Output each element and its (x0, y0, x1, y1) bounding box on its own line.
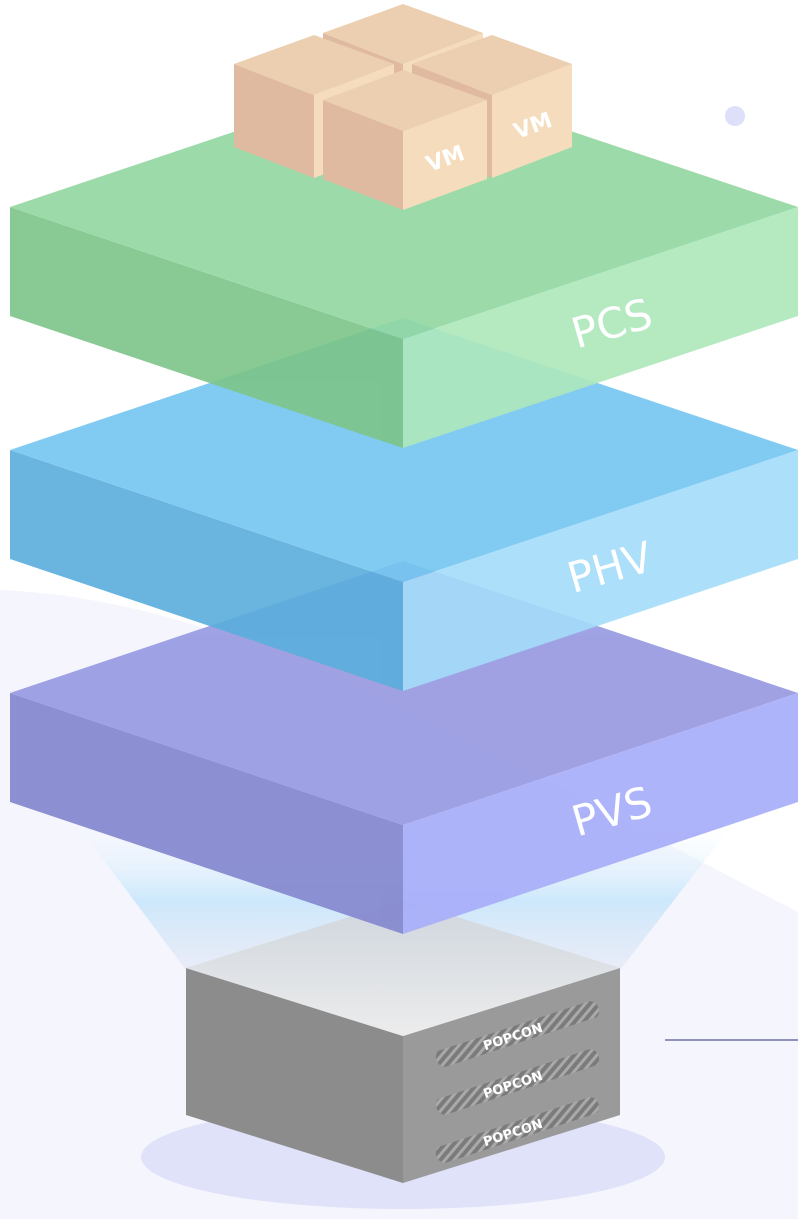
vm-box: VM (323, 70, 487, 210)
server-unit: POPCON (186, 1061, 620, 1183)
vm-boxes: VM VM (234, 4, 572, 210)
server-stack: POPCON POPCON POPCON (186, 900, 620, 1183)
accent-dot (725, 106, 745, 126)
server-unit: POPCON (186, 900, 620, 1087)
layer-phv: PHV (10, 318, 798, 691)
layer-pvs: PVS (10, 561, 798, 934)
